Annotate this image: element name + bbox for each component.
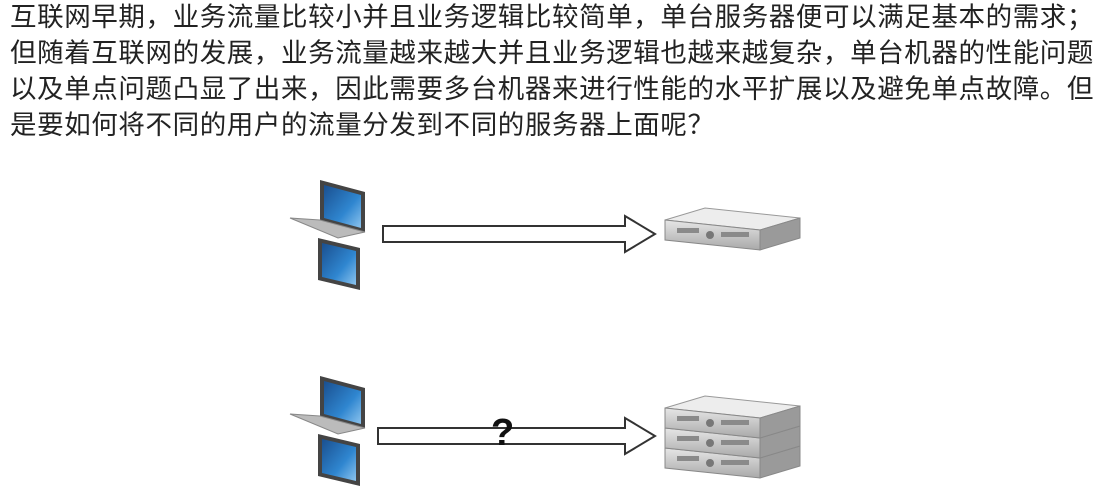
intro-paragraph: 互联网早期，业务流量比较小并且业务逻辑比较简单，单台服务器便可以满足基本的需求；… bbox=[10, 2, 1094, 141]
client-group-bottom bbox=[289, 375, 366, 486]
question-mark: ? bbox=[491, 412, 515, 454]
arrow-right-icon bbox=[377, 416, 657, 456]
server-cluster-icon bbox=[664, 395, 801, 479]
arrow-right-icon bbox=[382, 214, 657, 254]
tablet-icon bbox=[318, 238, 360, 290]
client-group-top bbox=[289, 179, 366, 290]
laptop-icon bbox=[289, 375, 366, 435]
laptop-icon bbox=[289, 179, 366, 239]
server-icon bbox=[664, 207, 801, 251]
tablet-icon bbox=[318, 434, 360, 486]
